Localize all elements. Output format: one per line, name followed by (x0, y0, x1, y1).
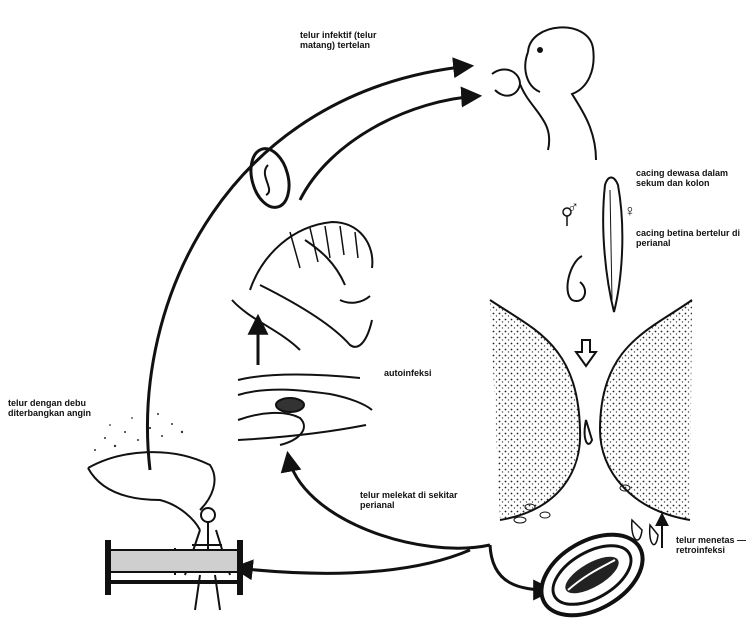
label-eggs-around-perianal: telur melekat di sekitar perianal (360, 490, 460, 510)
egg-illustration (245, 144, 295, 211)
sleeping-child-illustration (232, 222, 372, 350)
dust-particles (94, 413, 183, 451)
label-eggs-hatch-retroinfection: telur menetas — retroinfeksi (676, 535, 752, 555)
male-symbol: ♂ (567, 200, 579, 216)
label-female-lays-eggs: cacing betina bertelur di perianal (636, 228, 748, 248)
label-eggs-in-dust: telur dengan debu diterbangkan angin (8, 398, 108, 418)
child-figure (492, 27, 596, 160)
label-autoinfection: autoinfeksi (384, 368, 464, 378)
label-adult-worms: cacing dewasa dalam sekum dan kolon (636, 168, 748, 188)
hatching-egg-illustration (527, 518, 656, 629)
arrow-autoinfection-to-mouth (300, 96, 478, 200)
female-symbol: ♀ (624, 204, 636, 220)
arrow-perianal-to-bedding (236, 550, 470, 573)
arrow-dust-to-mouth (148, 66, 470, 470)
perianal-region-illustration (490, 300, 692, 545)
label-eggs-ingested: telur infektif (telur matang) tertelan (300, 30, 410, 50)
adult-worms-illustration (563, 178, 622, 313)
hand-scratching-illustration (238, 375, 372, 446)
